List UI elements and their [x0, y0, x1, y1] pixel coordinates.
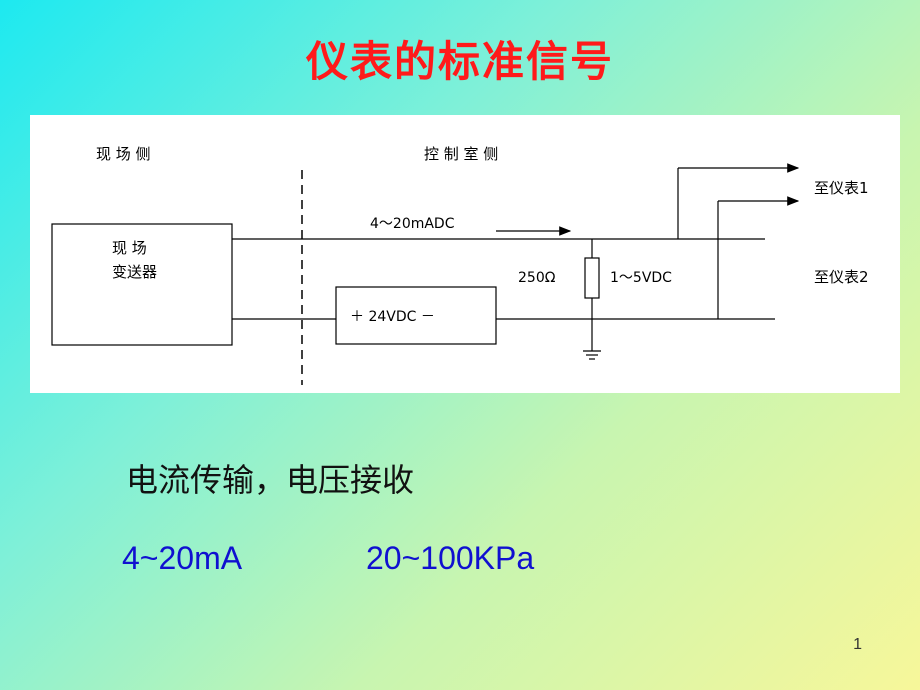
signal-diagram: 现 场 侧 控 制 室 侧 现 场 变送器 4～20mADC ＋ 24VDC －… — [30, 115, 900, 393]
transmitter-label-line2: 变送器 — [112, 263, 157, 281]
pressure-range-text: 20~100KPa — [366, 540, 535, 576]
output2-label: 至仪表2 — [814, 268, 869, 286]
page-number: 1 — [853, 636, 862, 653]
power-supply-label: ＋ 24VDC － — [350, 309, 435, 325]
transmitter-box — [51, 223, 233, 346]
transmitter-label-line1: 现 场 — [112, 239, 147, 257]
resistor-symbol — [584, 257, 600, 299]
output1-label: 至仪表1 — [814, 179, 869, 197]
current-range-text: 4~20mA — [122, 540, 243, 576]
control-side-label: 控 制 室 侧 — [424, 145, 498, 163]
slide-title: 仪表的标准信号 — [305, 37, 614, 86]
ground-icon — [583, 350, 601, 360]
transmission-subtitle: 电流传输，电压接收 — [126, 461, 415, 499]
power-supply-box — [335, 286, 497, 345]
current-label: 4～20mADC — [370, 216, 455, 232]
resistor-label: 250Ω — [518, 270, 556, 286]
voltage-label: 1～5VDC — [610, 270, 672, 286]
signal-diagram-svg: 现 场 侧 控 制 室 侧 现 场 变送器 4～20mADC ＋ 24VDC －… — [51, 145, 869, 385]
field-side-label: 现 场 侧 — [96, 145, 151, 163]
